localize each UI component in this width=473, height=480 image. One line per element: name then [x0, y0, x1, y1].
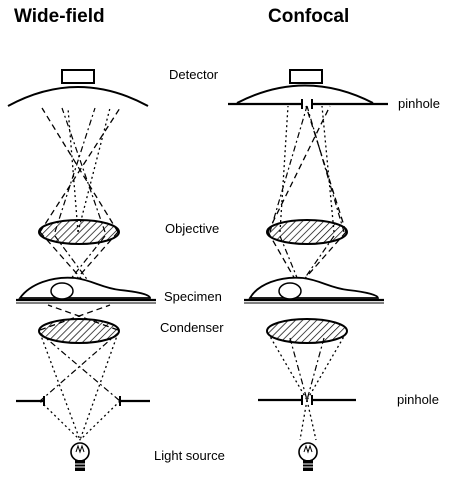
widefield-condenser-lens: [38, 318, 120, 344]
widefield-rays-lower: [39, 332, 121, 441]
detector-label: Detector: [169, 67, 219, 82]
widefield-light-bulb: [70, 442, 90, 471]
confocal-condenser-lens: [266, 318, 348, 344]
widefield-objective-lens: [38, 219, 120, 245]
confocal-heading: Confocal: [268, 6, 350, 27]
confocal-detector-pinhole: [228, 99, 388, 109]
specimen-label: Specimen: [164, 289, 222, 304]
confocal-objective-lens: [266, 219, 348, 245]
confocal-column: [228, 69, 388, 471]
objective-label: Objective: [165, 221, 220, 236]
confocal-light-bulb: [298, 442, 318, 471]
widefield-aperture: [16, 396, 150, 406]
confocal-specimen: [244, 276, 384, 304]
widefield-detector: [7, 69, 149, 107]
pinhole-bottom-label: pinhole: [397, 392, 439, 407]
confocal-illumination-pinhole: [258, 395, 356, 405]
confocal-rays-lower: [267, 332, 347, 441]
widefield-column: [7, 69, 156, 471]
condenser-label: Condenser: [160, 320, 224, 335]
widefield-rays-upper: [39, 107, 121, 233]
light-source-label: Light source: [154, 448, 225, 463]
widefield-specimen: [16, 276, 156, 304]
confocal-detector: [236, 69, 374, 104]
pinhole-top-label: pinhole: [398, 96, 440, 111]
widefield-heading: Wide-field: [14, 6, 105, 27]
confocal-rays-upper: [267, 105, 347, 233]
